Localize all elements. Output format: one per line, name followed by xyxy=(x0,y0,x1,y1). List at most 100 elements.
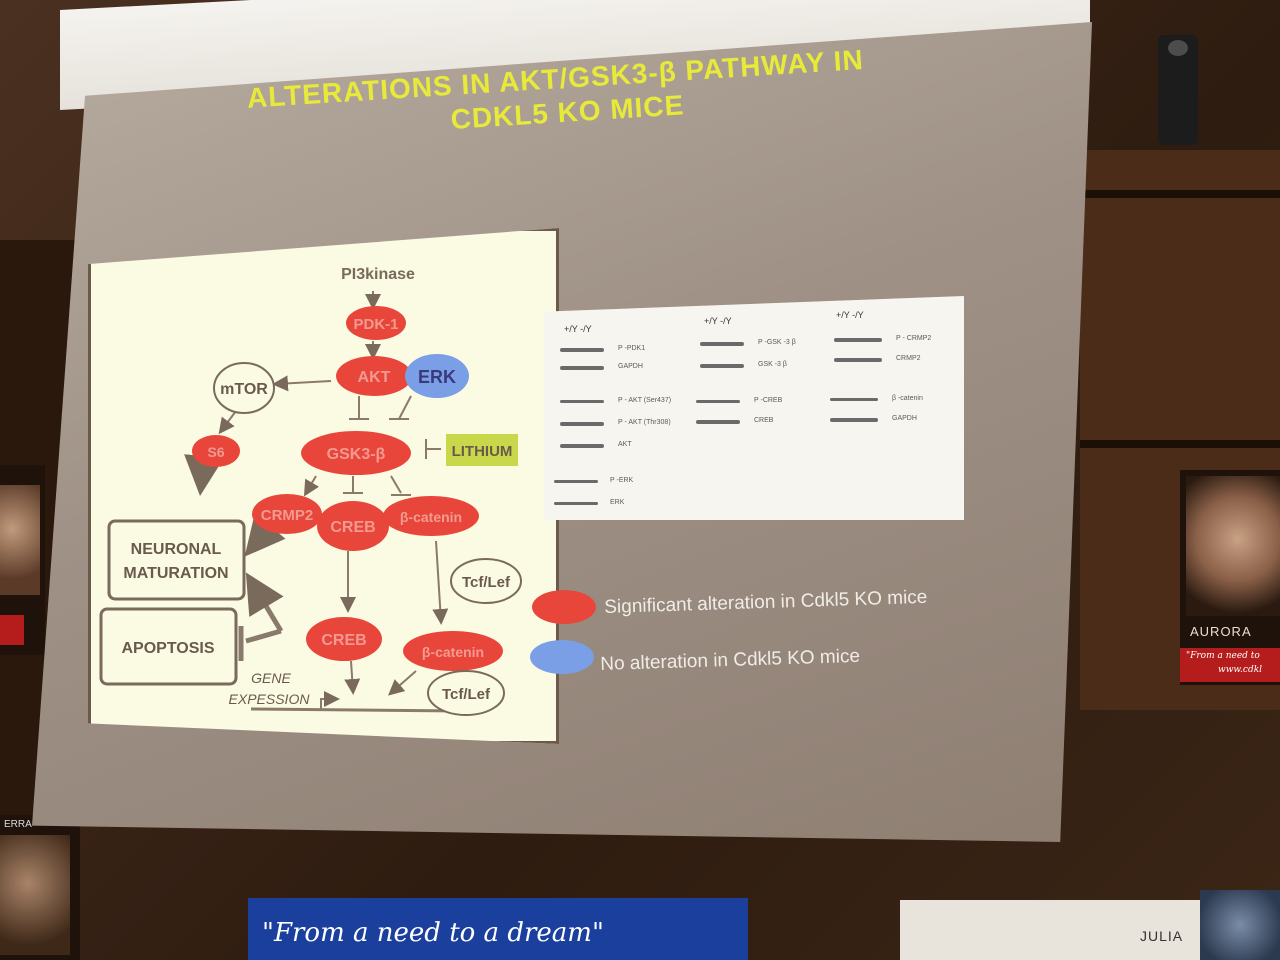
tcf-lef-bottom-node xyxy=(427,670,505,716)
poster-strip-line1: "From a need to xyxy=(1186,651,1260,661)
blot-band xyxy=(834,358,882,362)
arrow xyxy=(244,513,286,557)
mtor-label: mTOR xyxy=(220,381,268,398)
gene-expression-line1: GENE xyxy=(251,670,291,686)
apoptosis-box xyxy=(99,607,238,686)
gsk3b-label: GSK3-β xyxy=(327,446,386,463)
poster-strip: "From a need to www.cdkl xyxy=(1180,648,1280,682)
blot-band xyxy=(560,422,604,426)
blot-label: CREB xyxy=(754,417,774,424)
inhibit-line xyxy=(398,395,412,420)
arrow xyxy=(344,660,361,695)
akt-node xyxy=(336,356,412,396)
blot-label: GSK -3 β xyxy=(758,361,787,368)
blot-band xyxy=(700,342,744,346)
pi3kinase-label: PI3kinase xyxy=(341,266,415,283)
bottom-left-poster: ERRA xyxy=(0,815,80,960)
creb-bottom-label: CREB xyxy=(321,632,366,649)
child-photo xyxy=(0,485,40,595)
arrow xyxy=(432,540,449,625)
creb-top-label: CREB xyxy=(330,519,375,536)
blot-col1-header: +/Y -/Y xyxy=(564,324,592,334)
western-blot-panel: +/Y -/Y +/Y -/Y +/Y -/Y P -PDK1 GAPDH P … xyxy=(544,296,964,520)
lithium-box xyxy=(446,434,518,466)
blot-label: β -catenin xyxy=(892,395,923,402)
blot-label: GAPDH xyxy=(892,415,917,422)
gene-line xyxy=(250,707,462,713)
arrow xyxy=(218,410,237,435)
blot-label: P -GSK -3 β xyxy=(758,339,796,346)
blot-band xyxy=(696,400,740,403)
arrow xyxy=(184,454,224,496)
neuronal-maturation-line1: NEURONAL xyxy=(131,541,222,558)
tcf-lef-top-label: Tcf/Lef xyxy=(462,574,511,591)
projector xyxy=(1158,35,1198,145)
child-photo xyxy=(1186,476,1280,616)
pathway-svg: PI3kinase PDK-1 AKT ERK mTOR S6 GSK3-β L… xyxy=(99,266,522,716)
blot-label: P - CRMP2 xyxy=(896,335,932,342)
blot-band xyxy=(834,338,882,342)
blot-label: AKT xyxy=(618,441,632,448)
pdk1-label: PDK-1 xyxy=(353,316,398,333)
name-card: JULIA xyxy=(900,900,1200,960)
poster-label: ERRA xyxy=(4,819,32,830)
banner-text: "From a need to a dream" xyxy=(262,918,604,948)
creb-top-node xyxy=(317,501,389,551)
tcf-lef-top-node xyxy=(450,558,522,604)
lithium-label: LITHIUM xyxy=(452,443,513,460)
blot-band xyxy=(560,444,604,448)
gsk3b-node xyxy=(301,431,411,475)
crmp2-node xyxy=(252,494,322,534)
gene-promoter-arrow xyxy=(320,691,340,709)
pathway-diagram: PI3kinase PDK-1 AKT ERK mTOR S6 GSK3-β L… xyxy=(88,228,559,744)
blot-col3-header: +/Y -/Y xyxy=(836,310,864,320)
bcatenin-bottom-node xyxy=(403,631,503,671)
neuronal-maturation-box xyxy=(107,519,246,601)
inhibit-line xyxy=(245,628,282,644)
gene-expression-line2: EXPESSION xyxy=(229,691,311,707)
poster-caption: AURORA xyxy=(1190,624,1252,639)
erk-node xyxy=(405,354,469,398)
blue-banner: "From a need to a dream" xyxy=(248,898,748,960)
left-poster xyxy=(0,465,45,655)
legend-swatch-none xyxy=(530,640,594,674)
child-photo xyxy=(0,835,70,955)
arrow xyxy=(387,670,417,696)
name-card-text: JULIA xyxy=(1140,928,1184,944)
blot-band xyxy=(696,420,740,424)
s6-node xyxy=(192,435,240,467)
arrow xyxy=(272,375,332,392)
blot-band xyxy=(560,400,604,403)
blot-label: P -CREB xyxy=(754,397,783,404)
blot-band xyxy=(830,418,878,422)
crmp2-label: CRMP2 xyxy=(261,507,314,524)
blot-label: P -PDK1 xyxy=(618,345,646,352)
apoptosis-label: APOPTOSIS xyxy=(121,640,214,657)
neuronal-maturation-line2: MATURATION xyxy=(123,565,228,582)
poster-strip xyxy=(0,615,24,645)
pdk1-node xyxy=(346,306,406,340)
legend-swatch-significant xyxy=(532,590,596,624)
mtor-node xyxy=(213,362,275,414)
blot-band xyxy=(554,480,598,483)
shelf-board xyxy=(1080,190,1280,198)
blot-band xyxy=(560,348,604,352)
erk-label: ERK xyxy=(418,367,456,387)
arrow xyxy=(245,572,284,633)
creb-bottom-node xyxy=(306,617,382,661)
projector-lens xyxy=(1168,40,1188,56)
bcatenin-bottom-label: β-catenin xyxy=(422,644,484,660)
akt-label: AKT xyxy=(358,369,391,386)
poster-strip-line2: www.cdkl xyxy=(1218,665,1263,675)
bcatenin-top-label: β-catenin xyxy=(400,509,462,525)
blot-label: P - AKT (Thr308) xyxy=(618,419,671,426)
blot-band xyxy=(700,364,744,368)
arrow xyxy=(303,475,319,497)
s6-label: S6 xyxy=(207,444,224,460)
blot-band xyxy=(554,502,598,505)
inhibit-line xyxy=(390,475,402,494)
blot-label: GAPDH xyxy=(618,363,643,370)
bcatenin-top-node xyxy=(383,496,479,536)
blot-label: P -ERK xyxy=(610,477,634,484)
blot-col2-header: +/Y -/Y xyxy=(704,316,732,326)
